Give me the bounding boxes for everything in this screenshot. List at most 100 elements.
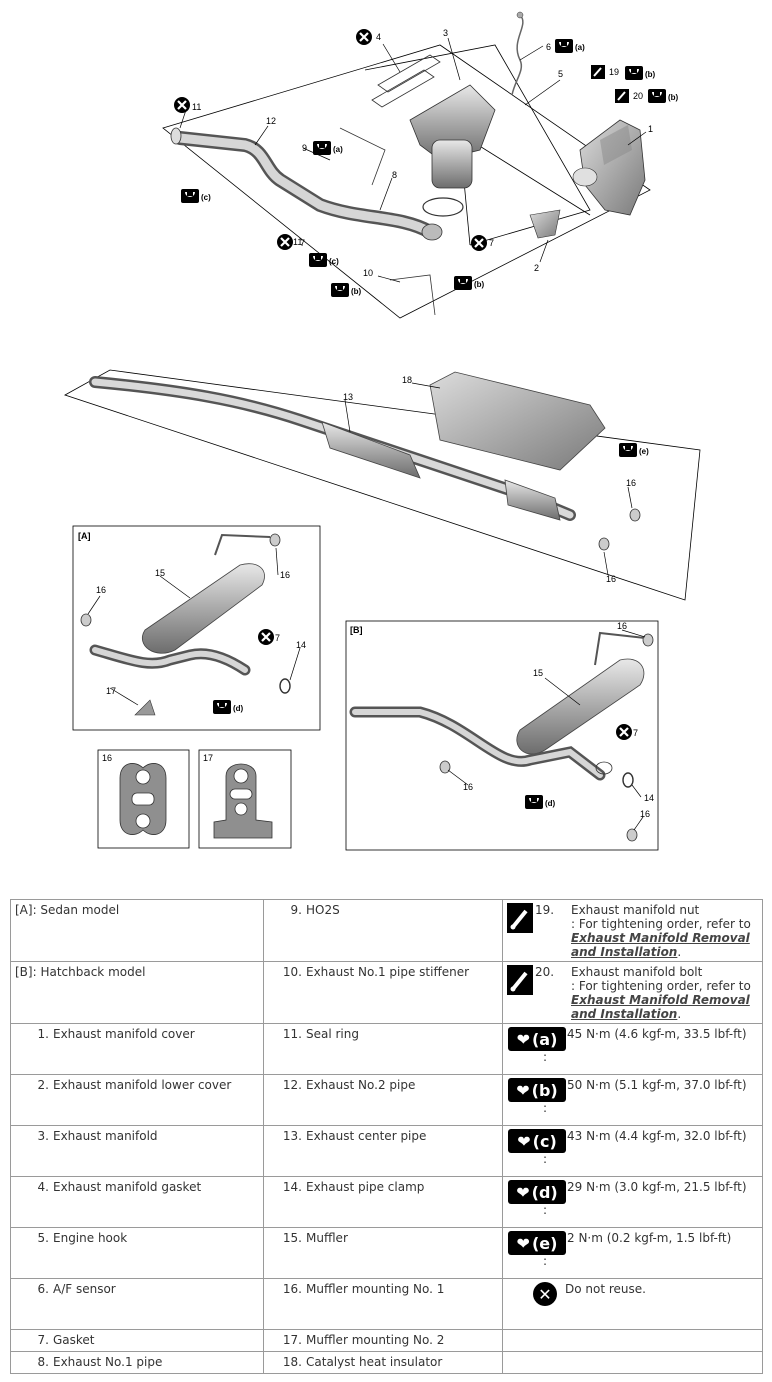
- front-pipes: [170, 127, 443, 316]
- legend-do-not-reuse: ✕Do not reuse.: [502, 1278, 763, 1330]
- svg-text:(e): (e): [639, 447, 649, 456]
- legend-row: 1.Exhaust manifold cover 11.Seal ring ❤(…: [10, 1023, 763, 1075]
- legend-torque-a: ❤(a):45 N·m (4.6 kgf-m, 33.5 lbf-ft): [502, 1023, 763, 1075]
- exhaust-exploded-diagram: [A] [B] 16 17: [64, 11, 701, 851]
- legend-part: 8.Exhaust No.1 pipe: [10, 1351, 264, 1374]
- svg-text:(a): (a): [575, 43, 585, 52]
- torque-tags: (a) (a) (b) (b) (b) (b) (c) (c) (d) (d) …: [181, 39, 679, 809]
- legend-torque-e: ❤(e):2 N·m (0.2 kgf-m, 1.5 lbf-ft): [502, 1227, 763, 1279]
- center-assembly: [64, 369, 701, 601]
- svg-text:6: 6: [546, 42, 551, 52]
- legend-torque-c: ❤(c):43 N·m (4.4 kgf-m, 32.0 lbf-ft): [502, 1125, 763, 1177]
- svg-text:14: 14: [296, 640, 306, 650]
- legend-row: 7.Gasket 17.Muffler mounting No. 2: [10, 1329, 763, 1352]
- torque-wrench-icon: ❤(e): [508, 1231, 566, 1255]
- svg-text:13: 13: [343, 392, 353, 402]
- torque-wrench-icon: ❤(c): [508, 1129, 566, 1153]
- nut-icons: [591, 65, 629, 103]
- svg-text:16: 16: [617, 621, 627, 631]
- legend-item-20: 20. Exhaust manifold bolt: For tightenin…: [502, 961, 763, 1024]
- legend-part: 1.Exhaust manifold cover: [10, 1023, 264, 1075]
- exhaust-manifold-link[interactable]: Exhaust Manifold Removal and Installatio…: [571, 931, 750, 959]
- legend-part: 5.Engine hook: [10, 1227, 264, 1279]
- legend-label: [A]: Sedan model: [15, 903, 120, 917]
- legend-hatchback: [B]: Hatchback model: [10, 961, 264, 1024]
- legend-row: [B]: Hatchback model 10.Exhaust No.1 pip…: [10, 961, 763, 1024]
- legend-row: 6.A/F sensor 16.Muffler mounting No. 1 ✕…: [10, 1278, 763, 1330]
- svg-text:(d): (d): [233, 704, 244, 713]
- svg-text:16: 16: [640, 809, 650, 819]
- do-not-reuse-icon: ✕: [533, 1282, 557, 1306]
- legend-item-19: 19. Exhaust manifold nut: For tightening…: [502, 899, 763, 962]
- svg-text:[A]: [A]: [78, 531, 91, 541]
- legend-part: 18.Catalyst heat insulator: [263, 1351, 503, 1374]
- legend-part: 14.Exhaust pipe clamp: [263, 1176, 503, 1228]
- detail-muffler-mounting-2: 17: [198, 749, 292, 849]
- svg-text:16: 16: [96, 585, 106, 595]
- legend-part: 13.Exhaust center pipe: [263, 1125, 503, 1177]
- svg-text:(b): (b): [474, 280, 485, 289]
- legend-part: 10.Exhaust No.1 pipe stiffener: [263, 961, 503, 1024]
- svg-text:10: 10: [363, 268, 373, 278]
- legend-part: 16.Muffler mounting No. 1: [263, 1278, 503, 1330]
- svg-text:7: 7: [633, 728, 638, 738]
- svg-text:3: 3: [443, 28, 448, 38]
- svg-text:5: 5: [558, 69, 563, 79]
- svg-text:4: 4: [376, 32, 381, 42]
- legend-part: 17.Muffler mounting No. 2: [263, 1329, 503, 1352]
- svg-text:17: 17: [203, 753, 213, 763]
- exhaust-manifold-link[interactable]: Exhaust Manifold Removal and Installatio…: [571, 993, 750, 1021]
- legend-part: 7.Gasket: [10, 1329, 264, 1352]
- legend-part: 2.Exhaust manifold lower cover: [10, 1074, 264, 1126]
- detail-muffler-mounting-1: 16: [97, 749, 190, 849]
- legend-torque-b: ❤(b):50 N·m (5.1 kgf-m, 37.0 lbf-ft): [502, 1074, 763, 1126]
- legend-part: 9.HO2S: [263, 899, 503, 962]
- legend-part: 3.Exhaust manifold: [10, 1125, 264, 1177]
- svg-text:16: 16: [102, 753, 112, 763]
- bolt-tool-icon: [507, 965, 533, 995]
- legend-row: [A]: Sedan model 9.HO2S 19. Exhaust mani…: [10, 899, 763, 962]
- svg-text:9: 9: [302, 143, 307, 153]
- legend-torque-d: ❤(d):29 N·m (3.0 kgf-m, 21.5 lbf-ft): [502, 1176, 763, 1228]
- svg-text:7: 7: [275, 633, 280, 643]
- svg-text:19: 19: [609, 67, 619, 77]
- svg-text:14: 14: [644, 793, 654, 803]
- svg-text:8: 8: [392, 170, 397, 180]
- legend-row: 4.Exhaust manifold gasket 14.Exhaust pip…: [10, 1176, 763, 1228]
- svg-text:17: 17: [106, 686, 116, 696]
- legend-table: [A]: Sedan model 9.HO2S 19. Exhaust mani…: [10, 899, 763, 1374]
- legend-part: 6.A/F sensor: [10, 1278, 264, 1330]
- legend-part: 15.Muffler: [263, 1227, 503, 1279]
- legend-row: 2.Exhaust manifold lower cover 12.Exhaus…: [10, 1074, 763, 1126]
- legend-empty: [502, 1351, 763, 1374]
- svg-text:(c): (c): [329, 257, 339, 266]
- torque-wrench-icon: ❤(b): [508, 1078, 566, 1102]
- legend-row: 3.Exhaust manifold 13.Exhaust center pip…: [10, 1125, 763, 1177]
- svg-text:16: 16: [280, 570, 290, 580]
- svg-text:16: 16: [463, 782, 473, 792]
- svg-text:15: 15: [533, 668, 543, 678]
- svg-text:(b): (b): [668, 93, 679, 102]
- part-callouts: 1 2 3 4 5 6 7 8 9 10 11 11 12 13 14 14 1…: [96, 28, 654, 819]
- svg-text:16: 16: [626, 478, 636, 488]
- box-hatchback: [B]: [345, 620, 659, 851]
- exhaust-manifold-parts: [371, 11, 646, 239]
- legend-row: 8.Exhaust No.1 pipe 18.Catalyst heat ins…: [10, 1351, 763, 1374]
- legend-empty: [502, 1329, 763, 1352]
- legend-part: 11.Seal ring: [263, 1023, 503, 1075]
- svg-text:[B]: [B]: [350, 625, 363, 635]
- svg-text:(d): (d): [545, 799, 556, 808]
- leader-lines: [87, 37, 647, 831]
- svg-text:7: 7: [489, 238, 494, 248]
- svg-text:16: 16: [606, 574, 616, 584]
- svg-text:2: 2: [534, 263, 539, 273]
- legend-row: 5.Engine hook 15.Muffler ❤(e):2 N·m (0.2…: [10, 1227, 763, 1279]
- nut-tool-icon: [507, 903, 533, 933]
- svg-text:15: 15: [155, 568, 165, 578]
- box-sedan: [A]: [72, 525, 321, 731]
- torque-wrench-icon: ❤(a): [508, 1027, 566, 1051]
- svg-text:1: 1: [648, 124, 653, 134]
- svg-text:7: 7: [300, 238, 305, 248]
- svg-text:(b): (b): [351, 287, 362, 296]
- svg-text:(b): (b): [645, 70, 656, 79]
